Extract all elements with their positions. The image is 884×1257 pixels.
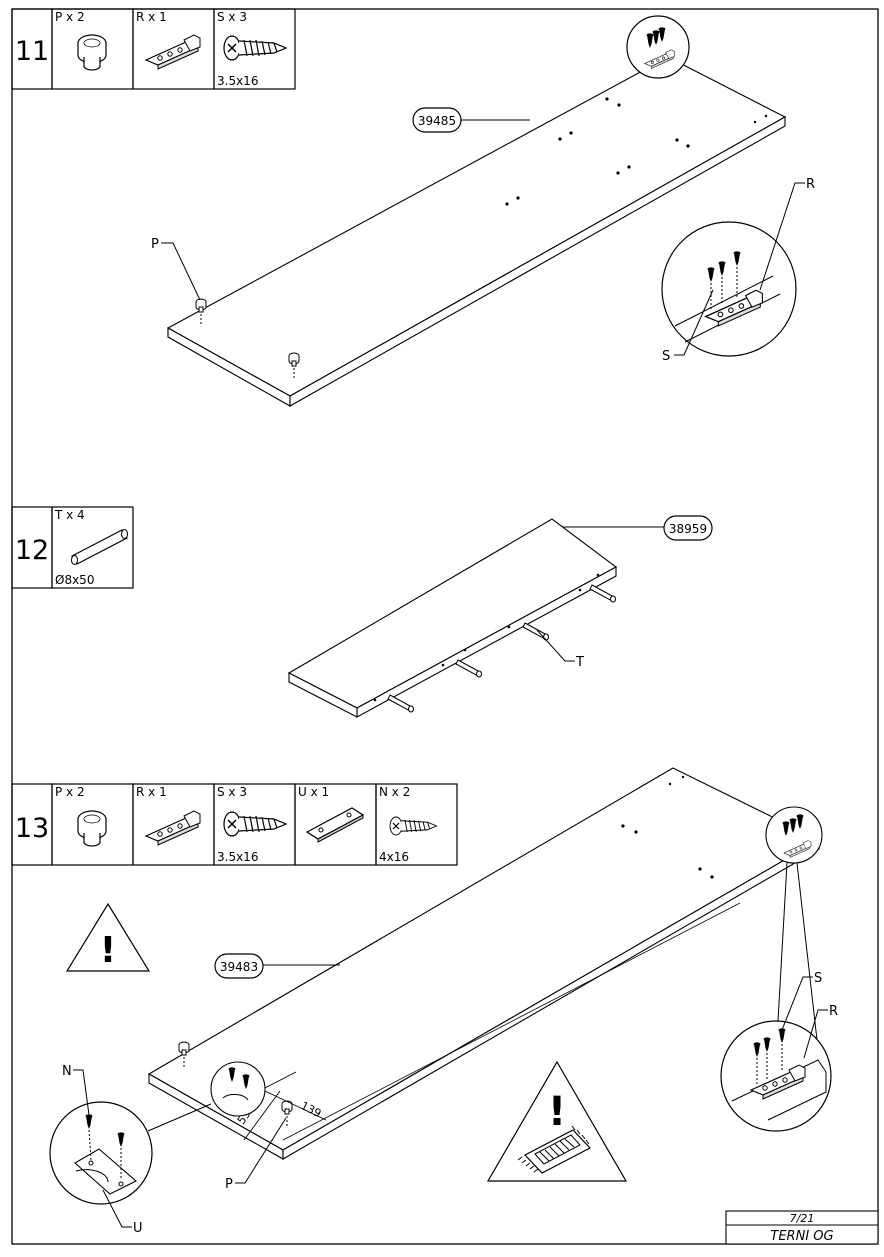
- leader-line: [147, 1103, 212, 1132]
- leader-line: [803, 1009, 828, 1059]
- leader-line: [777, 862, 788, 1022]
- part-size-t: Ø8x50: [55, 573, 94, 587]
- leader-line: [102, 1189, 132, 1228]
- part-label-r: R x 1: [136, 10, 167, 24]
- svg-text:!: !: [548, 1089, 566, 1135]
- callout-u: U: [133, 1221, 143, 1236]
- page-border: [11, 8, 879, 1245]
- rug-icon: [517, 1125, 591, 1174]
- step-11-parts-table: [11, 8, 296, 90]
- leader-line: [536, 629, 575, 662]
- screw-icon: [223, 35, 287, 61]
- plate-icon: [74, 1148, 137, 1195]
- guide-lines: [710, 267, 738, 310]
- dowel-icon: [71, 529, 128, 565]
- step-number: 13: [15, 813, 49, 844]
- part-code-badge: [214, 953, 264, 979]
- leader-line: [235, 1117, 287, 1184]
- leader-line: [796, 862, 818, 1041]
- step-11: 11 P x 2 R x 1 S x 3 3.5x16 39485: [11, 8, 815, 407]
- panel-39485: [166, 56, 787, 407]
- leader-line: [674, 289, 714, 356]
- bracket-icon: [145, 810, 201, 846]
- dimension-lines: [243, 1071, 327, 1141]
- part-label-s: S x 3: [217, 10, 247, 24]
- callout-r: R: [829, 1004, 838, 1019]
- callout-s: S: [814, 971, 822, 986]
- guide-lines: [756, 1044, 783, 1085]
- part-label-s: S x 3: [217, 785, 247, 799]
- step-number: 12: [15, 535, 49, 566]
- callout-t: T: [575, 655, 584, 670]
- panel-holes: [505, 97, 768, 206]
- callout-n: N: [62, 1064, 72, 1079]
- callout-p: P: [225, 1177, 233, 1192]
- callout-p: P: [151, 237, 159, 252]
- panel-holes: [621, 775, 714, 879]
- step-13-parts-table: [11, 783, 458, 866]
- part-label-t: T x 4: [54, 508, 85, 522]
- leader-line: [781, 976, 813, 1031]
- guide-lines: [88, 1129, 122, 1180]
- step-12: 12 T x 4 Ø8x50 38959 T: [11, 506, 713, 718]
- part-code: 39485: [418, 114, 456, 128]
- bracket-icon: [145, 34, 201, 70]
- part-label-p: P x 2: [55, 785, 85, 799]
- leader-line: [73, 1069, 90, 1116]
- part-size-n: 4x16: [379, 850, 409, 864]
- step-12-parts-table: [11, 506, 134, 589]
- product-name: TERNI OG: [770, 1229, 833, 1244]
- detail-circle: [661, 221, 797, 357]
- screw-icon: [223, 811, 287, 837]
- part-code: 39483: [220, 960, 258, 974]
- detail-circle: [626, 15, 690, 79]
- knob-icon: [77, 34, 107, 71]
- screw-icon: [389, 816, 438, 836]
- leader-line: [161, 242, 201, 301]
- part-label-r: R x 1: [136, 785, 167, 799]
- panel-38959: [287, 518, 618, 718]
- step-number: 11: [15, 36, 49, 67]
- panel-holes: [373, 573, 600, 702]
- part-code: 38959: [669, 522, 707, 536]
- knob-icon: [77, 810, 107, 847]
- warning-icon: !: [65, 902, 151, 972]
- panel-39483: [147, 767, 821, 1160]
- callout-r: R: [806, 177, 815, 192]
- cutout: [222, 1093, 249, 1101]
- part-size-s: 3.5x16: [217, 850, 258, 864]
- part-label-p: P x 2: [55, 10, 85, 24]
- part-label-u: U x 1: [298, 785, 329, 799]
- step-13: 13 P x 2 R x 1 S x 3 3.5x16 U x 1 N x 2 …: [11, 767, 838, 1236]
- footer: 7/21 TERNI OG: [725, 1210, 879, 1245]
- dowels: [387, 584, 616, 713]
- page-number: 7/21: [790, 1212, 815, 1225]
- callout-s: S: [662, 349, 670, 364]
- plate-icon: [305, 807, 365, 843]
- part-label-n: N x 2: [379, 785, 410, 799]
- part-code-badge: [663, 515, 713, 541]
- detail-circle: [210, 1061, 266, 1117]
- warning-icon: !: [486, 1060, 628, 1182]
- svg-text:!: !: [100, 930, 116, 971]
- leader-line: [759, 182, 805, 291]
- part-size-s: 3.5x16: [217, 74, 258, 88]
